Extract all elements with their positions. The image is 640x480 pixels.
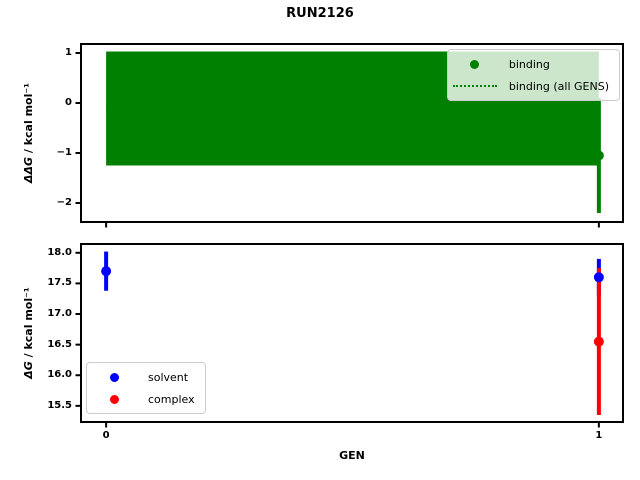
binding-legend: binding binding (all GENS): [446, 49, 620, 101]
legend-handle: [453, 59, 497, 69]
y-tick-label: 1: [65, 47, 72, 58]
solvent-point: [101, 266, 112, 277]
axes-border: [80, 43, 624, 223]
dg-axes: solvent complex: [75, 243, 624, 428]
x-tick-label: 0: [102, 430, 110, 441]
y-tick-label: 17.0: [47, 308, 72, 320]
y-tick-label: −1: [56, 147, 72, 158]
binding-all-gens-line-icon: [452, 85, 497, 87]
binding-axes: binding binding (all GENS): [75, 43, 624, 228]
legend-handle: [92, 372, 136, 382]
legend-handle: [92, 394, 136, 404]
binding-marker-icon: [470, 59, 480, 69]
legend-row-complex: complex: [92, 388, 195, 410]
legend-label-binding: binding: [508, 57, 550, 71]
solvent-marker-icon: [109, 372, 119, 382]
legend-row-binding-all-gens: binding (all GENS): [452, 75, 609, 97]
dg-legend: solvent complex: [86, 362, 206, 414]
legend-label-binding-all-gens: binding (all GENS): [508, 79, 609, 93]
y-tick-label: 16.5: [47, 338, 72, 350]
y-tick-label: 15.5: [47, 399, 72, 411]
binding-point: [593, 150, 604, 161]
legend-handle: [452, 85, 497, 87]
complex-point: [593, 336, 604, 347]
y-tick-label: 17.5: [47, 277, 72, 289]
legend-row-binding: binding: [453, 53, 609, 75]
x-tick-label: 1: [595, 430, 603, 441]
legend-row-solvent: solvent: [92, 366, 195, 388]
y-tick-label: −2: [56, 197, 72, 208]
dg-plot-area: [75, 243, 624, 428]
figure-title: RUN2126: [286, 6, 354, 21]
y-tick-label: 18.0: [47, 246, 72, 258]
x-axis-label: GEN: [339, 449, 365, 462]
axes-border: [80, 243, 624, 423]
y-tick-label: 16.0: [47, 369, 72, 381]
complex-marker-icon: [109, 394, 119, 404]
legend-label-complex: complex: [148, 392, 195, 406]
y-axis-label-math: ΔΔG: [22, 156, 35, 184]
legend-label-solvent: solvent: [148, 370, 189, 384]
y-tick-label: 0: [65, 97, 72, 108]
solvent-point: [593, 272, 604, 283]
